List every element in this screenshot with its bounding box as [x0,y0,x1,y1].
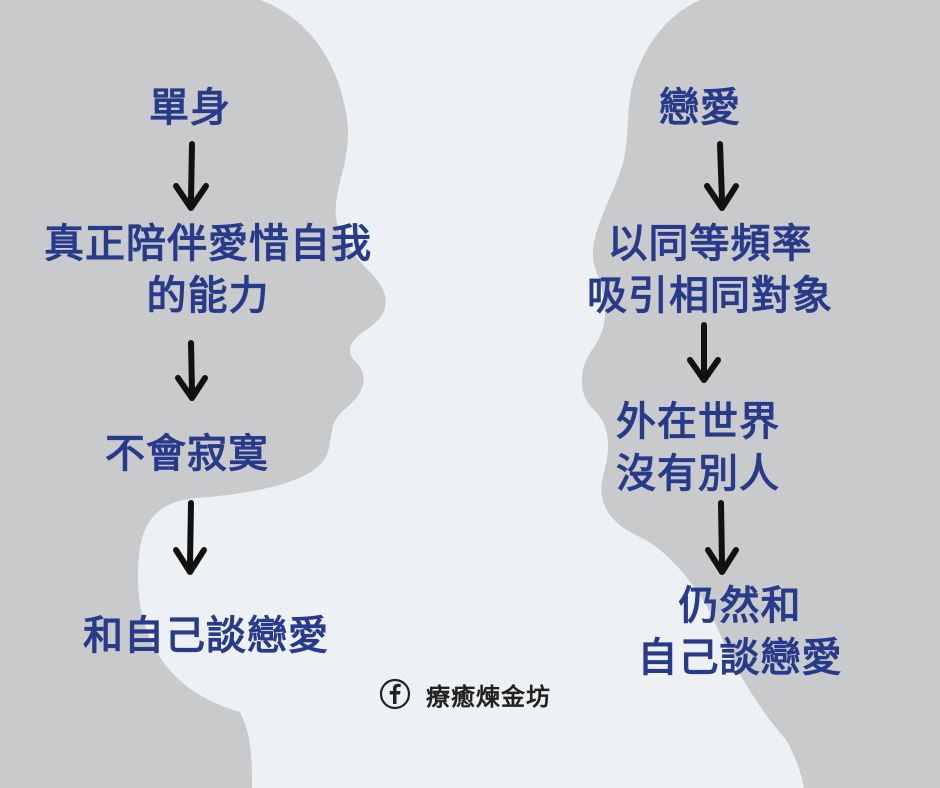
down-arrow-icon [687,322,721,383]
left-step-single: 單身 [149,84,231,131]
brand-name: 療癒煉金坊 [426,682,551,711]
right-step-relationship: 戀愛 [659,84,741,131]
left-step-date-yourself: 和自己談戀愛 [83,612,329,659]
down-arrow-icon [704,141,739,211]
brand-footer: 療癒煉金坊 [378,676,618,712]
down-arrow-icon [173,500,207,575]
right-step-same-frequency: 以同等頻率 吸引相同對象 [587,220,833,319]
down-arrow-icon [705,500,739,575]
down-arrow-icon [173,141,209,211]
right-step-no-one-else: 外在世界 沒有別人 [616,398,780,497]
left-step-self-love: 真正陪伴愛惜自我 的能力 [44,220,372,319]
right-step-still-date-yourself: 仍然和 自己談戀愛 [637,582,843,681]
facebook-icon [379,678,411,710]
left-step-not-lonely: 不會寂寞 [105,430,269,477]
right-profile-silhouette [581,0,940,788]
down-arrow-icon [175,340,208,401]
